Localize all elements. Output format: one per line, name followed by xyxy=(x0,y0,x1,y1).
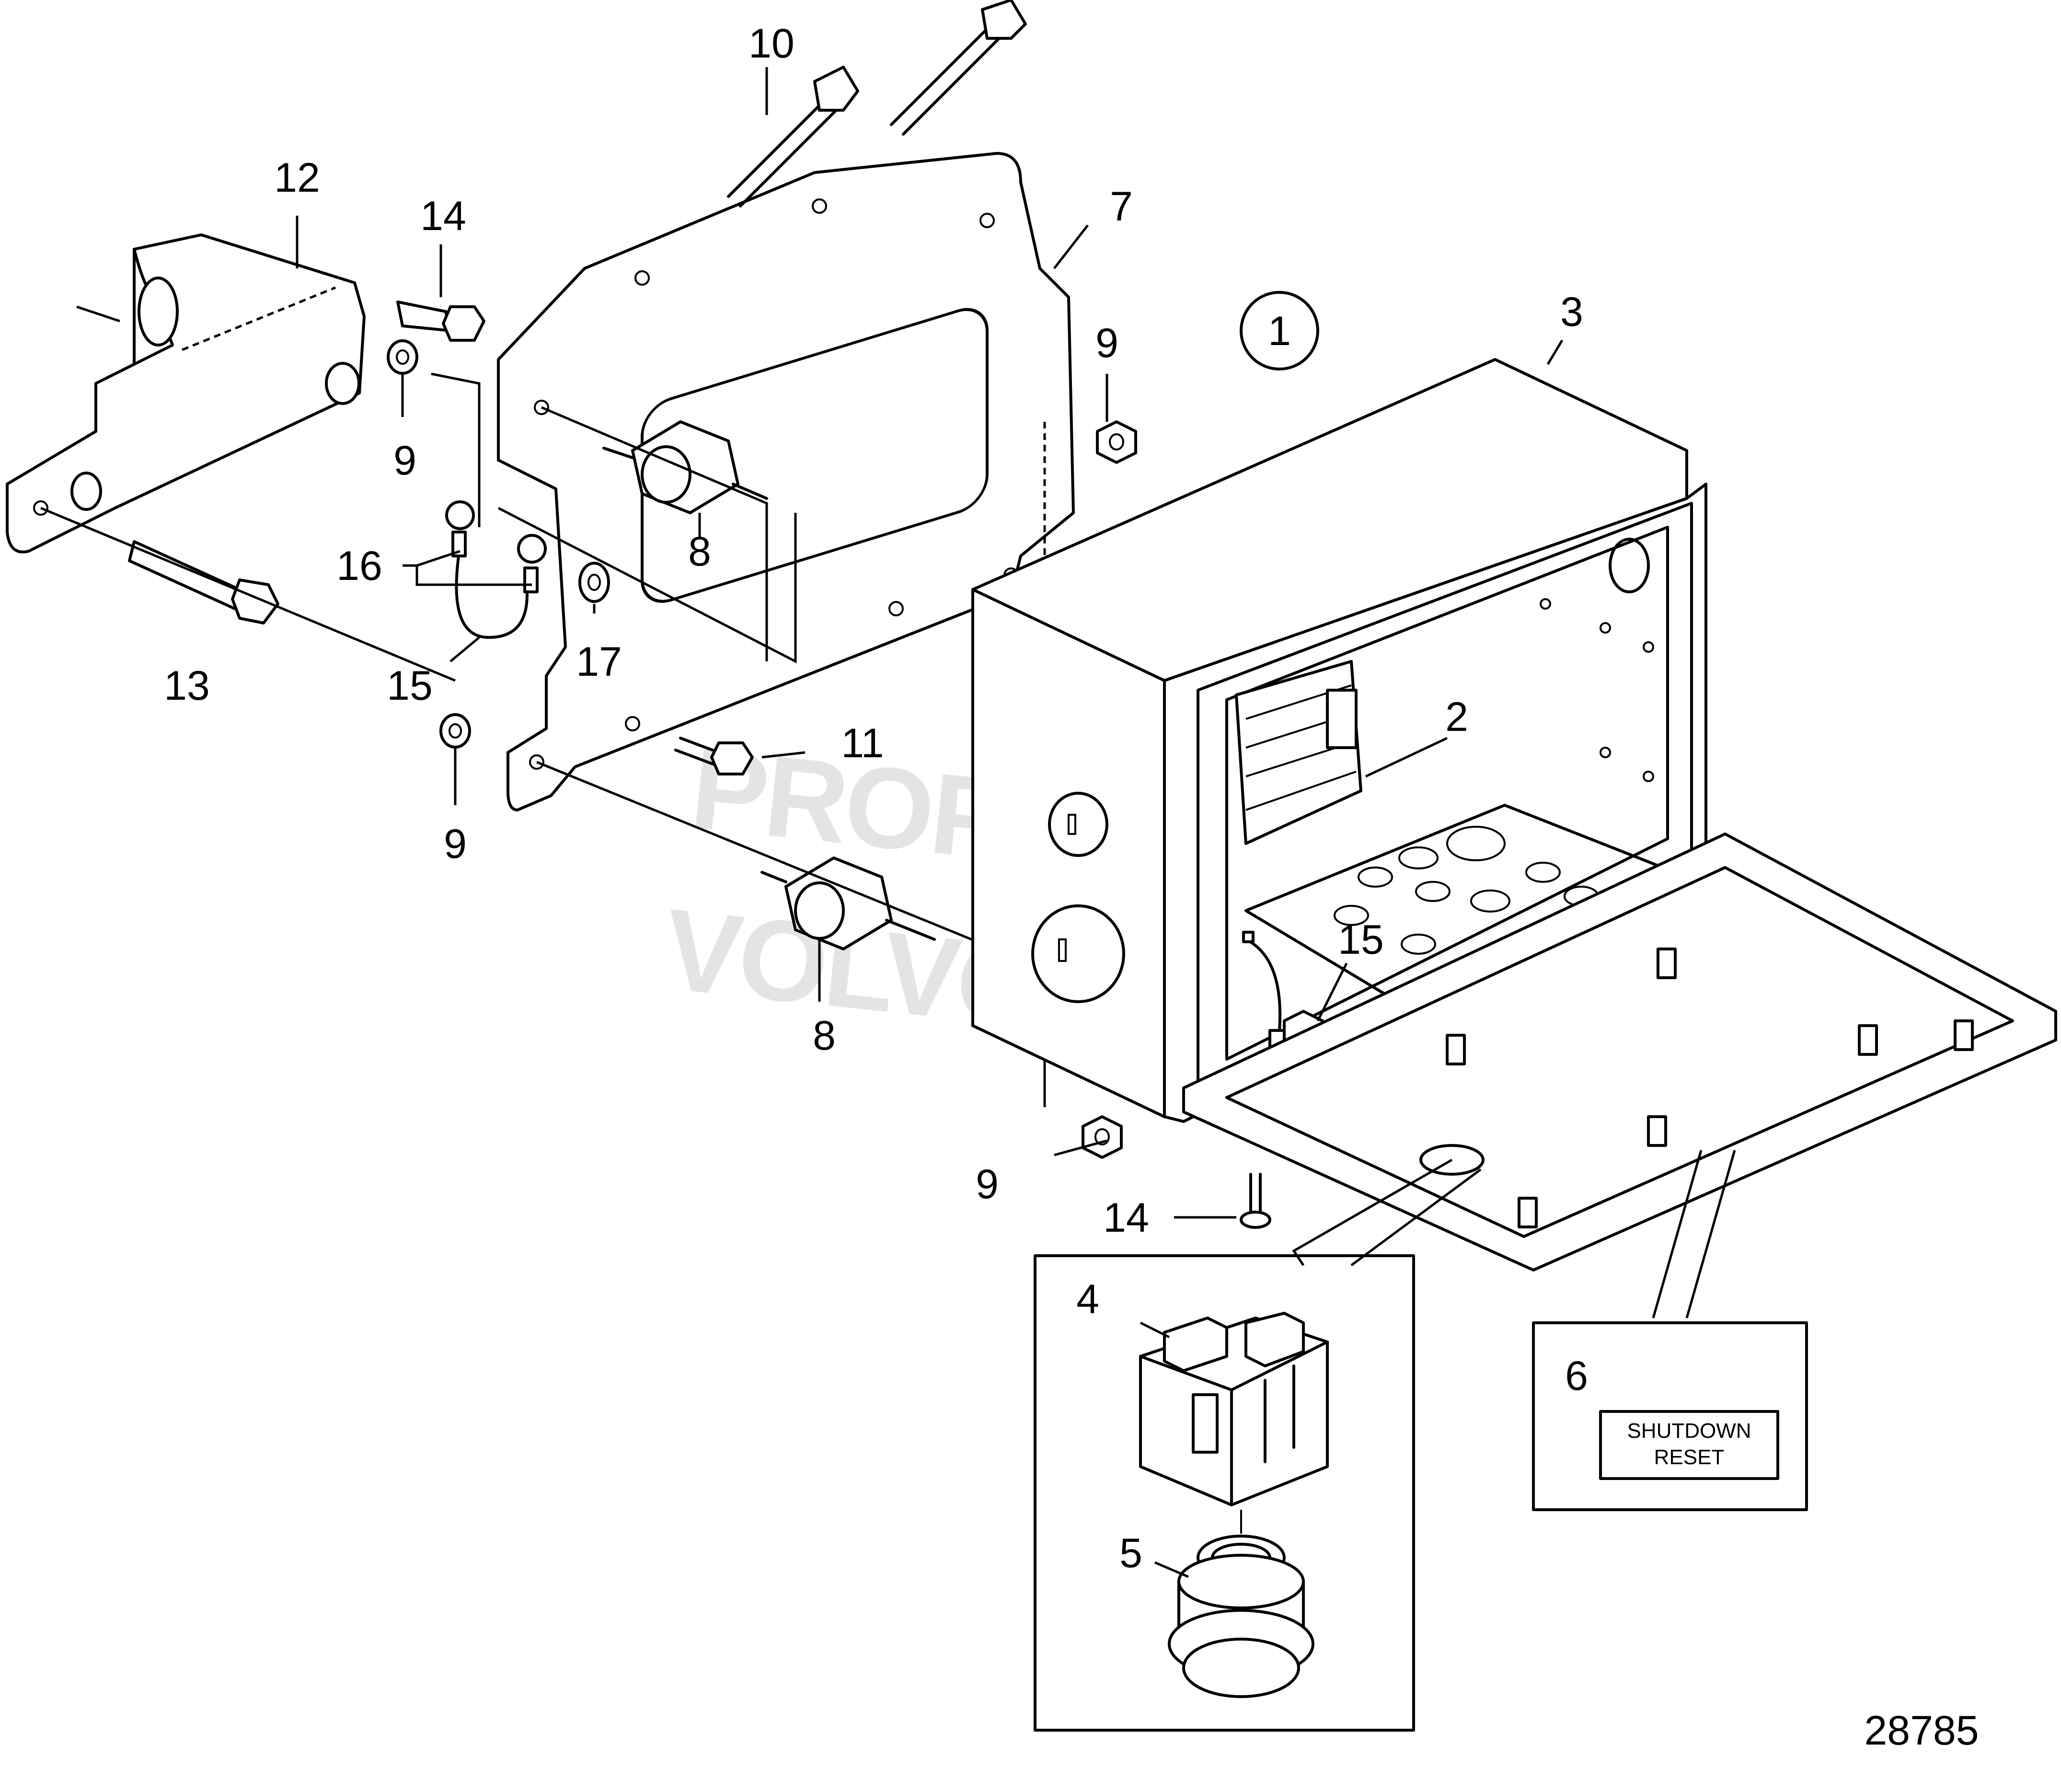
callout-16: 16 xyxy=(336,543,382,589)
callout-11: 11 xyxy=(841,720,884,766)
gland-part-5 xyxy=(1154,1510,1314,1698)
callout-14-upper: 14 xyxy=(420,193,466,239)
callout-13: 13 xyxy=(164,663,210,709)
ground-cable-part-15 xyxy=(445,500,547,639)
callout-8-lower: 8 xyxy=(813,1013,836,1059)
callout-circle-1 xyxy=(1240,291,1319,370)
callout-14-lower: 14 xyxy=(1103,1195,1149,1241)
switch-part-4 xyxy=(1139,1312,1329,1506)
label-line1: SHUTDOWN xyxy=(1627,1419,1751,1443)
nut-part-9-d xyxy=(1082,1115,1123,1159)
enclosure-box-part-3 xyxy=(971,358,1707,1123)
callout-5: 5 xyxy=(1119,1530,1142,1576)
callout-15-cable: 15 xyxy=(387,663,433,709)
bolt-part-10-long xyxy=(890,0,1027,136)
left-bracket-part-12 xyxy=(6,233,366,554)
figure-number: 28785 xyxy=(1864,1708,1979,1754)
circuit-board-part-2 xyxy=(1235,660,1362,845)
bolt-part-10 xyxy=(727,66,859,208)
callout-7: 7 xyxy=(1110,184,1133,230)
nut-part-9-b xyxy=(1096,420,1137,464)
callout-17: 17 xyxy=(576,639,622,685)
callout-15-inner: 15 xyxy=(1338,917,1384,963)
callout-9-right: 9 xyxy=(1095,320,1118,366)
lock-washer-part-17 xyxy=(578,562,610,603)
callout-9-left: 9 xyxy=(393,438,416,484)
bolt-part-11 xyxy=(674,737,754,775)
callout-4: 4 xyxy=(1076,1276,1099,1322)
callout-1: 1 xyxy=(1268,308,1291,354)
callout-9-lower-left: 9 xyxy=(444,821,467,867)
lid-posts xyxy=(1446,948,1974,1228)
detail-box-label: SHUTDOWN RESET xyxy=(1532,1150,1808,1511)
mounting-plate-part-7 xyxy=(497,152,1075,811)
screw-part-14-lower xyxy=(1174,1173,1271,1229)
label-line2: RESET xyxy=(1654,1445,1725,1469)
callout-12: 12 xyxy=(274,155,320,201)
callout-3: 3 xyxy=(1560,289,1583,335)
bolt-part-13 xyxy=(128,540,279,624)
bolt-part-14-upper xyxy=(396,301,485,342)
callout-6: 6 xyxy=(1565,1353,1588,1399)
nut-part-9-c xyxy=(439,713,471,749)
detail-box-switch xyxy=(1034,1158,1482,1732)
callout-10: 10 xyxy=(748,21,794,67)
callout-labels: 1 2 3 4 5 6 7 8 8 9 9 9 9 10 11 12 13 14… xyxy=(164,21,1979,1754)
callout-8-upper: 8 xyxy=(688,529,711,575)
callout-9-bottom: 9 xyxy=(976,1161,999,1207)
enclosure-lid xyxy=(1182,832,2057,1272)
callout-2: 2 xyxy=(1445,694,1468,740)
callout-leaders xyxy=(296,67,1564,1156)
nut-part-9-a xyxy=(387,339,418,375)
spacer-part-8-lower xyxy=(760,856,936,950)
